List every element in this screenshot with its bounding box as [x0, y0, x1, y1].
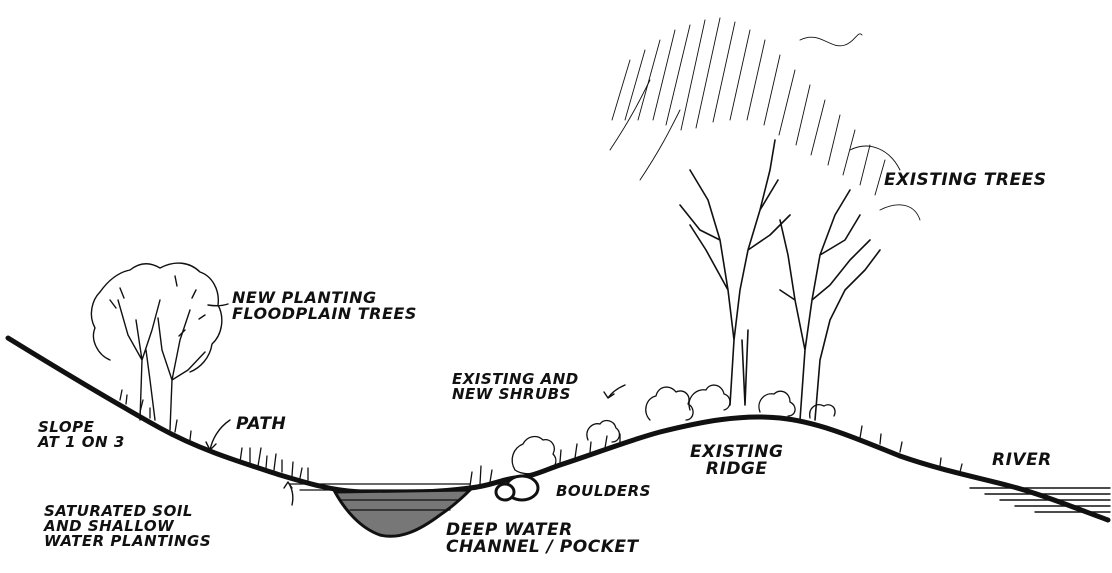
label-existing-trees: EXISTING TREES: [884, 172, 1046, 189]
label-boulders: BOULDERS: [556, 484, 651, 499]
existing-trees-text: EXISTING TREES: [884, 170, 1047, 190]
label-path: PATH: [236, 416, 286, 433]
deep-water-line2: CHANNEL / POCKET: [446, 537, 639, 557]
label-existing-ridge: EXISTING RIDGE: [690, 444, 783, 478]
boulders-text: BOULDERS: [556, 482, 651, 500]
deep-water-line1: DEEP WATER: [446, 520, 573, 540]
pond-water-lines: [289, 483, 471, 511]
boulders: [494, 474, 540, 502]
saturated-line3: WATER PLANTINGS: [44, 532, 212, 550]
label-river: RIVER: [992, 452, 1052, 469]
slope-line1: SLOPE: [38, 418, 95, 436]
river-water: [969, 487, 1111, 513]
existing-shrubs-line1: EXISTING AND: [452, 370, 579, 388]
existing-ridge-line2: RIDGE: [705, 459, 768, 479]
saturated-line2: AND SHALLOW: [44, 517, 175, 535]
path-text: PATH: [236, 414, 287, 434]
grass-tufts: [119, 389, 963, 487]
slope-line2: AT 1 ON 3: [38, 433, 125, 451]
new-planting-line2: FLOODPLAIN TREES: [232, 304, 417, 323]
label-deep-water: DEEP WATER CHANNEL / POCKET: [446, 522, 639, 556]
river-text: RIVER: [992, 450, 1052, 470]
floodplain-trees: [90, 262, 223, 431]
saturated-line1: SATURATED SOIL: [44, 502, 193, 520]
existing-shrubs-line2: NEW SHRUBS: [452, 385, 571, 403]
label-saturated-soil: SATURATED SOIL AND SHALLOW WATER PLANTIN…: [44, 504, 211, 549]
canopy-hatching: [609, 17, 921, 221]
deep-water-pocket: [332, 488, 474, 538]
label-existing-shrubs: EXISTING AND NEW SHRUBS: [452, 372, 579, 402]
new-planting-line1: NEW PLANTING: [232, 288, 377, 307]
label-slope: SLOPE AT 1 ON 3: [38, 420, 125, 450]
label-leaders: [205, 303, 626, 506]
existing-trees: [679, 139, 881, 421]
label-new-planting: NEW PLANTING FLOODPLAIN TREES: [232, 290, 417, 322]
shrubs: [511, 384, 836, 475]
existing-ridge-line1: EXISTING: [690, 442, 784, 462]
